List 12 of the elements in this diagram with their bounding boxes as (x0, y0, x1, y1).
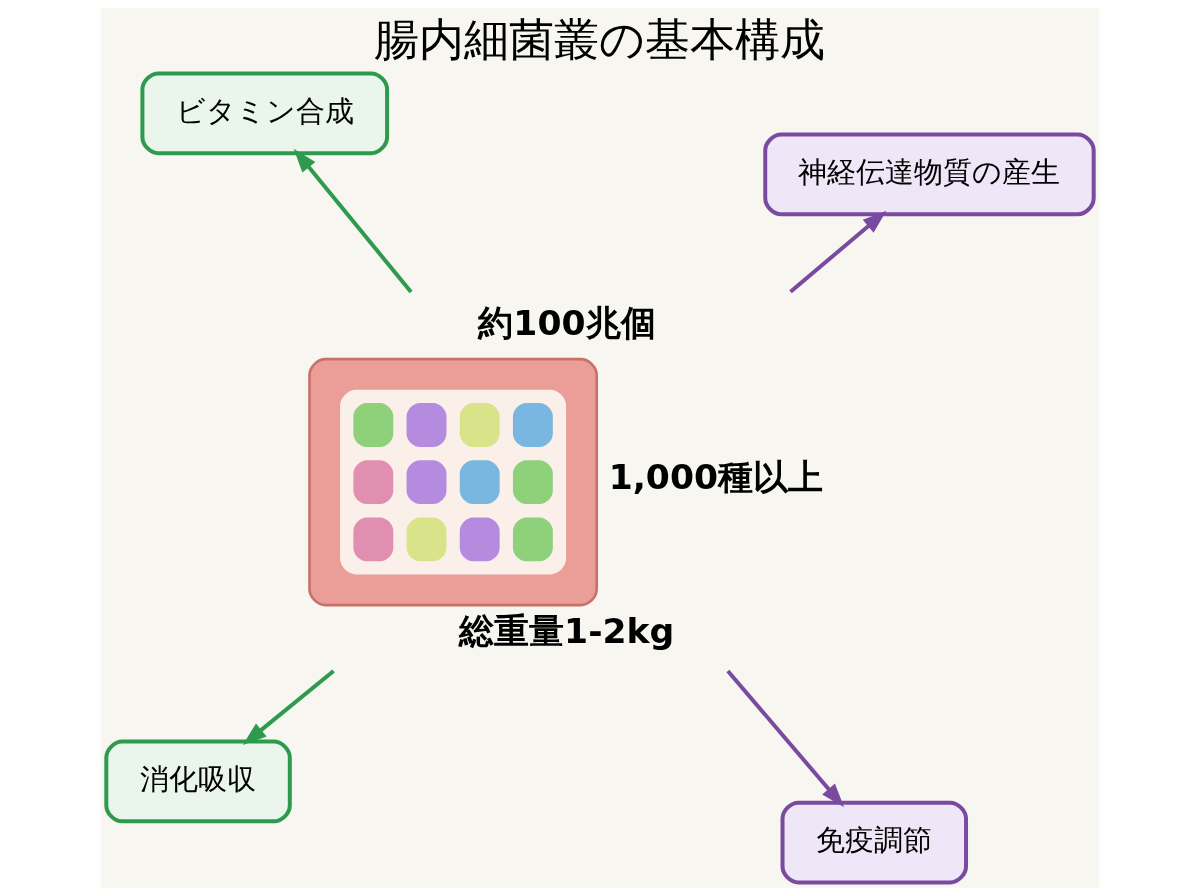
node-box: 免疫調節 (780, 800, 969, 885)
node-box: ビタミン合成 (140, 71, 390, 156)
arrow (789, 210, 887, 294)
node-box: 消化吸収 (104, 739, 292, 824)
diagram-title: 腸内細菌叢の基本構成 (374, 13, 826, 67)
arrow (726, 669, 845, 808)
arrow (242, 669, 335, 746)
node-box: 神経伝達物質の産生 (763, 132, 1096, 217)
node-label: 総重量1-2kg (459, 611, 675, 652)
arrow (293, 148, 413, 294)
node-label: 約100兆個 (478, 302, 656, 343)
node-label: 1,000種以上 (608, 457, 824, 498)
